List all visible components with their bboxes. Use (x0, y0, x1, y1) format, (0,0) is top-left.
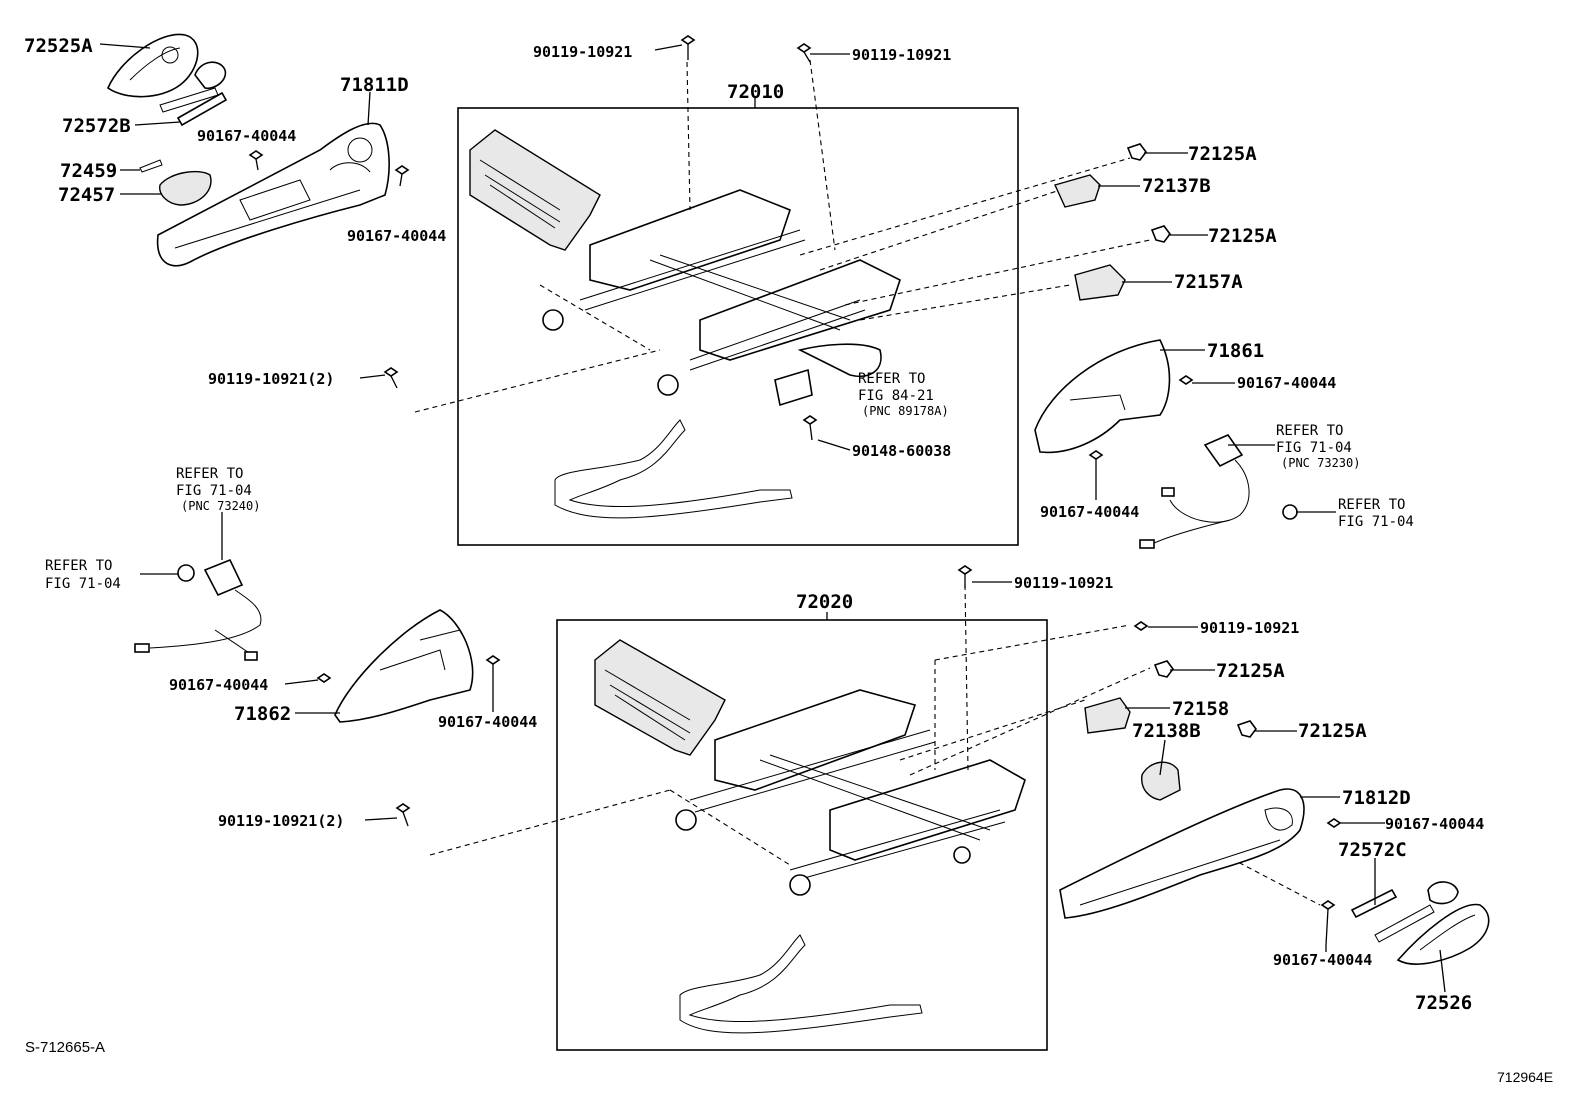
parts-72459-72457-drawing (139, 159, 212, 206)
refer-7104-left2-line2: FIG 71-04 (45, 576, 121, 592)
label-72125A-2: 72125A (1208, 225, 1277, 247)
label-90119-top2: 90119-10921 (852, 46, 951, 64)
refer-7104-left-line1: REFER TO (176, 466, 243, 482)
label-90119-mid: 90119-10921 (1014, 574, 1113, 592)
label-72526: 72526 (1415, 992, 1472, 1014)
label-72157A: 72157A (1174, 271, 1243, 293)
seat-belt-buckle-left-drawing (134, 558, 262, 661)
side-cover-71812D-drawing (1059, 788, 1305, 919)
label-71862: 71862 (234, 703, 291, 725)
refer-7104-right-line3: (PNC 73230) (1281, 456, 1360, 470)
refer-84-line1: REFER TO (858, 371, 925, 387)
label-72572C: 72572C (1338, 839, 1407, 861)
label-72459: 72459 (60, 160, 117, 182)
label-90119-mid2: 90119-10921 (1200, 619, 1299, 637)
refer-7104-left2-line1: REFER TO (45, 558, 112, 574)
label-72572B: 72572B (62, 115, 131, 137)
label-72525A: 72525A (24, 35, 93, 57)
label-72138B: 72138B (1132, 720, 1201, 742)
label-71812D: 71812D (1342, 787, 1411, 809)
clip-72572C-drawing (1350, 888, 1398, 919)
top-leader-lines (414, 59, 1151, 413)
bolt-icons-bottom (395, 565, 1342, 946)
drawing-code-right: 712964E (1497, 1069, 1553, 1085)
label-90119-top1: 90119-10921 (533, 43, 632, 61)
label-72125A-1: 72125A (1188, 143, 1257, 165)
cover-72157A-drawing (1074, 264, 1126, 301)
label-72125A-3: 72125A (1216, 660, 1285, 682)
seat-adjuster-72010-drawing (469, 129, 901, 519)
refer-7104-left-line3: (PNC 73240) (181, 499, 260, 513)
label-71811D: 71811D (340, 74, 409, 96)
clip-72125A-bottom-drawing (1153, 660, 1257, 738)
label-90167-b: 90167-40044 (347, 227, 446, 245)
refer-7104-right-line1: REFER TO (1276, 423, 1343, 439)
label-90167-d: 90167-40044 (1040, 503, 1139, 521)
label-90167-g: 90167-40044 (1385, 815, 1484, 833)
label-90167-a: 90167-40044 (197, 127, 296, 145)
frame-72010-box (457, 107, 1019, 546)
cover-71861-drawing (1034, 339, 1194, 470)
refer-7104-right2-line1: REFER TO (1338, 497, 1405, 513)
label-90119-2a: 90119-10921(2) (208, 370, 334, 388)
label-72125A-4: 72125A (1298, 720, 1367, 742)
label-90119-2b: 90119-10921(2) (218, 812, 344, 830)
cover-72158-drawing (1084, 697, 1131, 734)
label-90167-h: 90167-40044 (1273, 951, 1372, 969)
bolt-icons-left-top (248, 150, 410, 187)
label-90167-c: 90167-40044 (1237, 374, 1336, 392)
label-leaders (99, 43, 1446, 993)
refer-7104-left-line2: FIG 71-04 (176, 483, 252, 499)
refer-84-line2: FIG 84-21 (858, 388, 934, 404)
bolt-icons-top (383, 35, 818, 441)
label-90148: 90148-60038 (852, 442, 951, 460)
cover-72138B-drawing (1141, 761, 1181, 801)
cover-71862-drawing (316, 609, 501, 723)
knob-72526-drawing (1374, 881, 1490, 965)
side-cover-71811D-drawing (156, 122, 390, 267)
frame-72020-box (556, 619, 1048, 1051)
seat-belt-buckle-right-drawing (1139, 434, 1298, 549)
clip-72125A-top-drawing (1126, 143, 1171, 243)
label-72457: 72457 (58, 184, 115, 206)
label-72158: 72158 (1172, 698, 1229, 720)
knob-72525A-drawing (107, 33, 227, 113)
label-72137B: 72137B (1142, 175, 1211, 197)
seat-adjuster-72020-drawing (594, 639, 1026, 1034)
clip-72572B-drawing (176, 91, 228, 127)
cover-72137B-drawing (1054, 174, 1101, 208)
refer-84-line3: (PNC 89178A) (862, 404, 949, 418)
label-90167-e: 90167-40044 (169, 676, 268, 694)
refer-7104-right-line2: FIG 71-04 (1276, 440, 1352, 456)
refer-7104-right2-line2: FIG 71-04 (1338, 514, 1414, 530)
label-72010: 72010 (727, 81, 784, 103)
label-71861: 71861 (1207, 340, 1264, 362)
label-90167-f: 90167-40044 (438, 713, 537, 731)
label-72020: 72020 (796, 591, 853, 613)
drawing-code-left: S-712665-A (25, 1039, 105, 1056)
